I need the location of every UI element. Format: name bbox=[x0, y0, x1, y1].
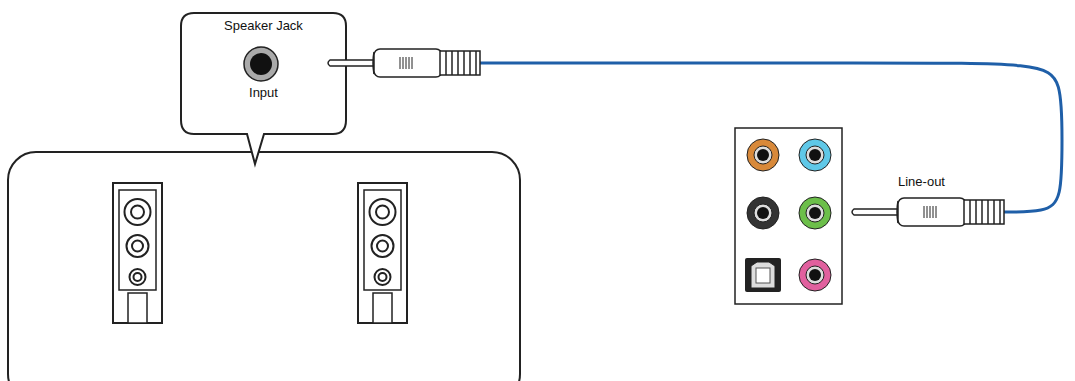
audio-plug bbox=[852, 198, 1004, 226]
audio-plug bbox=[328, 49, 480, 77]
callout-bubble: Speaker JackInput bbox=[180, 12, 347, 134]
port-label: Line-out bbox=[898, 174, 945, 190]
speaker bbox=[358, 183, 407, 323]
speaker bbox=[113, 183, 162, 323]
jack-label: Input bbox=[180, 34, 347, 101]
callout-heading: Speaker Jack bbox=[180, 12, 347, 34]
speaker-pair bbox=[113, 183, 407, 323]
audio-panel bbox=[735, 128, 842, 304]
audio-jacks bbox=[745, 139, 831, 292]
speaker-enclosure bbox=[8, 152, 520, 381]
audio-cable bbox=[478, 63, 1062, 212]
